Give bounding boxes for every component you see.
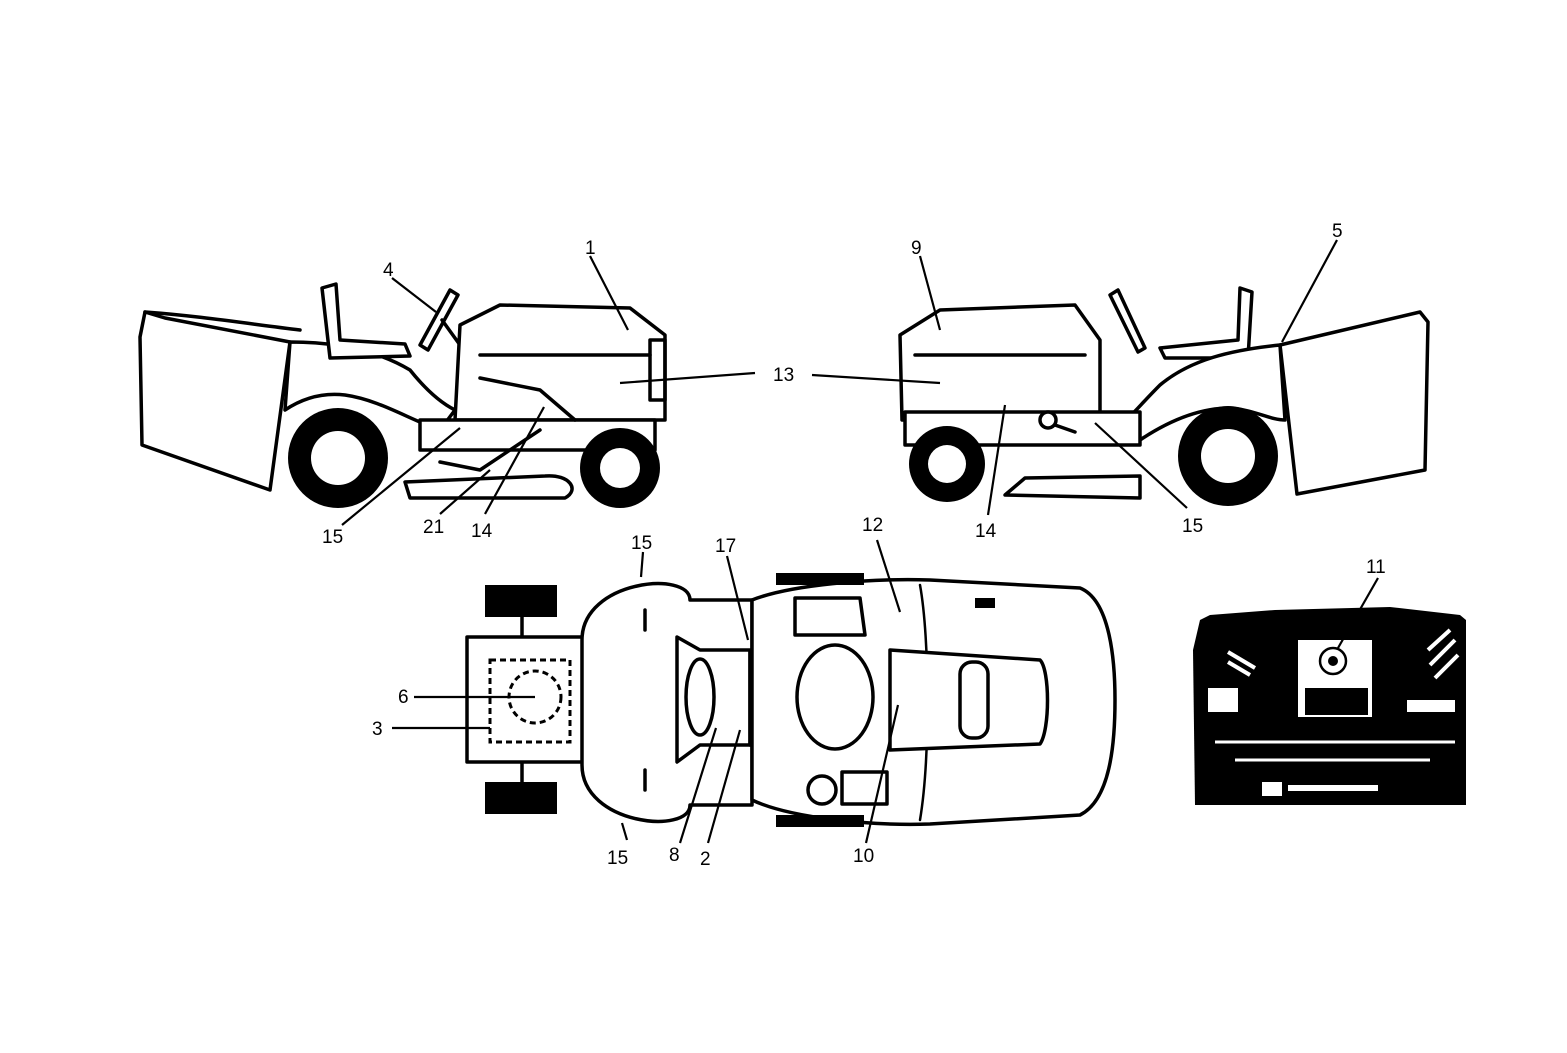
callout-8: 8 [669, 845, 680, 866]
callout-12: 12 [862, 515, 883, 536]
callout-13: 13 [773, 365, 794, 386]
tractor-top-view [465, 573, 1117, 827]
callout-11: 11 [1366, 557, 1386, 578]
callout-6: 6 [398, 687, 409, 708]
mower-deck-view [1193, 607, 1466, 805]
callout-15-top-view-upper: 15 [631, 533, 652, 554]
callout-10: 10 [853, 846, 874, 867]
callout-15-top-view-lower: 15 [607, 848, 628, 869]
callout-3: 3 [372, 719, 383, 740]
leader-lines [341, 239, 1379, 844]
callout-4: 4 [383, 260, 394, 281]
callout-5: 5 [1332, 221, 1343, 242]
callout-17: 17 [715, 536, 736, 557]
callout-14-right-view: 14 [975, 521, 997, 542]
callout-labels: 1 4 13 15 21 14 9 5 14 15 15 17 12 6 3 1… [322, 221, 1386, 870]
callout-9: 9 [911, 238, 922, 259]
callout-14-left-view: 14 [471, 521, 493, 542]
callout-2: 2 [700, 849, 711, 870]
callout-1: 1 [585, 238, 596, 259]
callout-15-left-view: 15 [322, 527, 343, 548]
callout-21: 21 [423, 517, 444, 538]
tractor-left-side-view [138, 282, 667, 508]
callout-15-right-view: 15 [1182, 516, 1203, 537]
tractor-right-side-view [898, 286, 1430, 506]
